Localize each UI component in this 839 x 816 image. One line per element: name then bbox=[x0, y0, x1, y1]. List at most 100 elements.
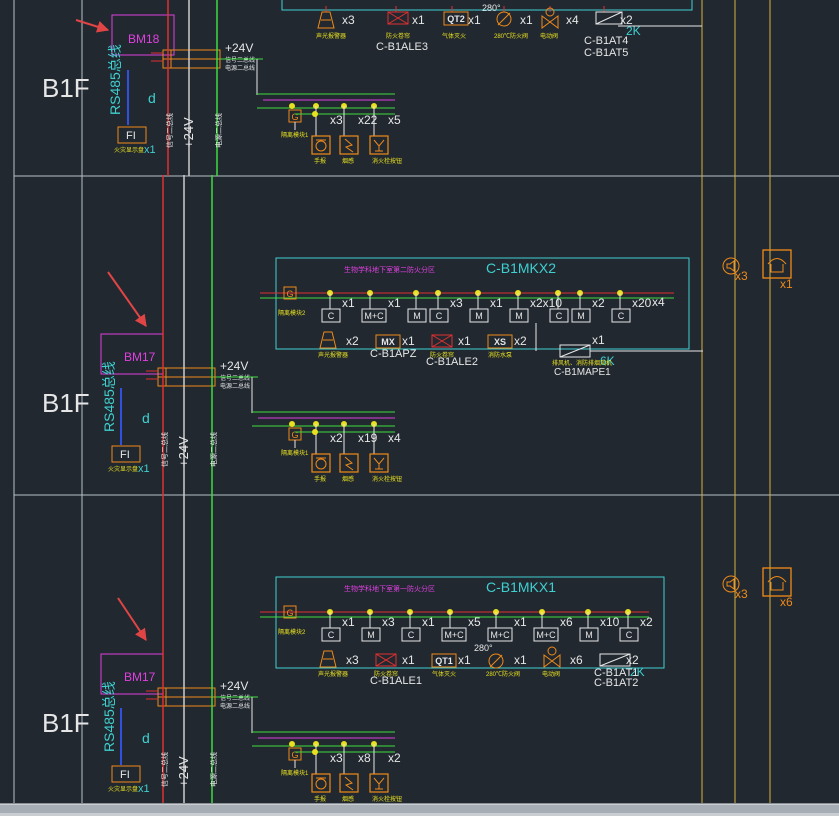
sounder-strobe-icon bbox=[317, 11, 335, 29]
valve-shape bbox=[543, 654, 561, 668]
fi-panel-box bbox=[111, 765, 141, 783]
top-field-tag: C-B1ALE3 bbox=[376, 41, 428, 53]
control-module: M bbox=[579, 627, 599, 642]
module-qty-2: x1 bbox=[388, 296, 401, 310]
control-module: M+C bbox=[361, 308, 387, 323]
module-frame bbox=[469, 308, 489, 323]
device-qty-3: x2 bbox=[388, 751, 401, 765]
fi-panel-label: FI bbox=[120, 449, 130, 461]
cabinet-isolator-a: 隔离模块2 bbox=[278, 309, 306, 317]
fan-control-icon bbox=[599, 653, 631, 667]
speaker-circle bbox=[722, 575, 740, 593]
field-name: 气体灭火 bbox=[432, 670, 456, 678]
fan-power: 2K bbox=[630, 665, 645, 679]
hydrant-button-icon bbox=[373, 139, 385, 152]
floor-label: B1F bbox=[42, 388, 90, 418]
code-label: MX bbox=[381, 337, 395, 347]
cabinet-isolator-a: 隔离模块2 bbox=[278, 628, 306, 636]
field-qty: x6 bbox=[570, 653, 583, 667]
top-field-name: 电动阀 bbox=[540, 32, 558, 40]
top-field-name: 声光报警器 bbox=[316, 32, 346, 40]
phone-handset bbox=[767, 258, 787, 273]
isolator-label: 隔离模块1 bbox=[281, 769, 309, 777]
module-qty-5: x1 bbox=[490, 296, 503, 310]
callout-arrow bbox=[117, 597, 147, 641]
module-label: C bbox=[556, 311, 563, 321]
module-qty-4: x5 bbox=[468, 615, 481, 629]
isolator-g-label: G bbox=[287, 608, 294, 618]
speaker-qty: x3 bbox=[735, 269, 748, 283]
device-name-1: 手报 bbox=[314, 475, 326, 483]
device-qty-1: x3 bbox=[330, 751, 343, 765]
top-field-qty: x2 bbox=[620, 13, 633, 27]
icon-stroke bbox=[497, 12, 511, 26]
shutter-frame bbox=[387, 11, 409, 25]
module-qty-8: x2 bbox=[592, 296, 605, 310]
coded-device: XS bbox=[487, 334, 513, 349]
device-qty-1: x3 bbox=[330, 113, 343, 127]
floor-module-label: BM17 bbox=[124, 350, 156, 364]
smoke-detector-icon bbox=[344, 776, 354, 791]
module-frame bbox=[533, 627, 559, 642]
speaker-circle bbox=[722, 257, 740, 275]
device-3 bbox=[369, 135, 389, 155]
field-name: 声光报警器 bbox=[318, 351, 348, 359]
fire-shutter-icon bbox=[387, 11, 409, 25]
isolator-module: G bbox=[283, 286, 297, 300]
module-qty-6: x2x10 bbox=[530, 296, 562, 310]
module-qty-1: x1 bbox=[342, 615, 355, 629]
motor-valve-icon bbox=[543, 646, 561, 668]
field-tag: C-B1ALE2 bbox=[426, 356, 478, 368]
cabinet-title: C-B1MKX1 bbox=[486, 579, 556, 595]
junction-dot bbox=[289, 103, 295, 109]
module-frame bbox=[401, 627, 421, 642]
field-name: 消防水泵 bbox=[488, 351, 512, 359]
field-name: 声光报警器 bbox=[318, 670, 348, 678]
icon-stroke bbox=[387, 11, 409, 25]
callout-arrow bbox=[75, 19, 110, 33]
ext-fan-power: 6K bbox=[600, 354, 615, 368]
top-field-qty: x1 bbox=[520, 13, 533, 27]
floor-module-box bbox=[111, 14, 175, 56]
module-qty-9: x20 bbox=[632, 296, 652, 310]
device-1 bbox=[311, 773, 331, 793]
valve-actuator bbox=[547, 646, 557, 656]
isolator-module: G bbox=[288, 109, 302, 123]
icon-stroke bbox=[595, 11, 623, 25]
fan-frame bbox=[599, 653, 631, 667]
scrollbar-thumb[interactable] bbox=[0, 805, 839, 813]
device-2 bbox=[339, 773, 359, 793]
module-qty-8: x2 bbox=[640, 615, 653, 629]
sounder-strobe-icon bbox=[319, 331, 337, 349]
isolator-frame bbox=[283, 605, 297, 619]
top-field-tag-2: C-B1AT5 bbox=[584, 47, 628, 59]
module-label: M+C bbox=[490, 630, 510, 640]
fan-frame bbox=[595, 11, 623, 25]
device-name-2: 烟感 bbox=[342, 795, 354, 803]
column-label-power: 电源二总线 bbox=[209, 432, 218, 467]
device-frame bbox=[339, 453, 359, 473]
drawing-grid bbox=[13, 0, 839, 803]
fire-damper-280-icon bbox=[496, 11, 512, 27]
module-frame bbox=[321, 627, 341, 642]
rs485-bus-label: RS485总线 bbox=[101, 361, 117, 432]
control-module: C bbox=[611, 308, 631, 323]
field-qty: x1 bbox=[458, 653, 471, 667]
field-tag: C-B1APZ bbox=[370, 348, 417, 360]
smoke-detector-icon bbox=[344, 456, 354, 471]
device-qty-1: x2 bbox=[330, 431, 343, 445]
junction-dot bbox=[312, 429, 318, 435]
code-label: QT2 bbox=[447, 14, 465, 24]
field-qty: x1 bbox=[402, 334, 415, 348]
line-label-signal: 信号二总线 bbox=[220, 694, 250, 702]
